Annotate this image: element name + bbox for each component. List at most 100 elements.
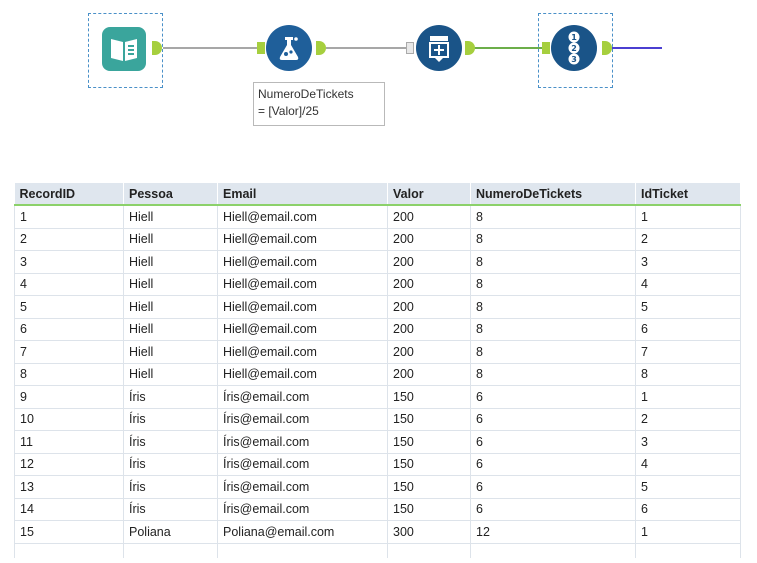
cell-recordid[interactable]: 10 <box>14 407 124 431</box>
cell-pessoa[interactable]: Íris <box>123 385 218 409</box>
record-id-output-anchor[interactable] <box>602 41 612 55</box>
cell-valor[interactable]: 150 <box>387 385 471 409</box>
cell-recordid[interactable]: 4 <box>14 272 124 296</box>
cell-numerodetickets[interactable]: 6 <box>470 407 636 431</box>
cell-idticket[interactable]: 3 <box>635 430 741 454</box>
generate-rows-input-anchor[interactable] <box>406 42 414 54</box>
cell-idticket[interactable]: 5 <box>635 295 741 319</box>
cell-pessoa[interactable]: Hiell <box>123 250 218 274</box>
cell-email[interactable]: Hiell@email.com <box>217 362 388 386</box>
cell-pessoa[interactable]: Íris <box>123 497 218 521</box>
connection-formula-to-generate-rows[interactable] <box>326 47 406 49</box>
cell-email[interactable]: Íris@email.com <box>217 430 388 454</box>
cell-recordid[interactable]: 15 <box>14 520 124 544</box>
cell-idticket[interactable]: 8 <box>635 362 741 386</box>
cell-email[interactable]: Hiell@email.com <box>217 227 388 251</box>
cell-idticket[interactable]: 2 <box>635 407 741 431</box>
cell-recordid[interactable]: 1 <box>14 204 124 229</box>
cell-email[interactable]: Hiell@email.com <box>217 272 388 296</box>
cell-idticket[interactable]: 5 <box>635 475 741 499</box>
cell-idticket[interactable]: 7 <box>635 340 741 364</box>
cell-numerodetickets[interactable]: 12 <box>470 520 636 544</box>
output-connection[interactable] <box>612 47 662 49</box>
cell-pessoa[interactable]: Íris <box>123 430 218 454</box>
cell-pessoa[interactable]: Hiell <box>123 317 218 341</box>
generate-rows-tool[interactable] <box>416 25 462 71</box>
cell-pessoa[interactable]: Hiell <box>123 340 218 364</box>
cell-email[interactable]: Íris@email.com <box>217 385 388 409</box>
connection-input-to-formula[interactable] <box>163 47 257 49</box>
input-data-tool[interactable] <box>102 27 146 71</box>
cell-recordid[interactable]: 5 <box>14 295 124 319</box>
cell-idticket[interactable]: 6 <box>635 317 741 341</box>
formula-output-anchor[interactable] <box>316 41 326 55</box>
cell-numerodetickets[interactable]: 8 <box>470 295 636 319</box>
cell-pessoa[interactable]: Poliana <box>123 520 218 544</box>
input-output-anchor[interactable] <box>152 41 162 55</box>
cell-idticket[interactable]: 2 <box>635 227 741 251</box>
cell-numerodetickets[interactable]: 6 <box>470 497 636 521</box>
cell-email[interactable]: Hiell@email.com <box>217 317 388 341</box>
cell-pessoa[interactable]: Hiell <box>123 272 218 296</box>
cell-recordid[interactable]: 9 <box>14 385 124 409</box>
cell-numerodetickets[interactable]: 8 <box>470 340 636 364</box>
cell-recordid[interactable]: 2 <box>14 227 124 251</box>
cell-recordid[interactable]: 6 <box>14 317 124 341</box>
cell-email[interactable]: Hiell@email.com <box>217 295 388 319</box>
cell-valor[interactable]: 200 <box>387 362 471 386</box>
cell-valor[interactable]: 200 <box>387 250 471 274</box>
cell-email[interactable]: Íris@email.com <box>217 452 388 476</box>
record-id-input-anchor[interactable] <box>542 42 550 54</box>
cell-idticket[interactable]: 1 <box>635 204 741 229</box>
cell-email[interactable]: Poliana@email.com <box>217 520 388 544</box>
column-header-recordid[interactable]: RecordID <box>14 183 124 206</box>
cell-numerodetickets[interactable]: 8 <box>470 204 636 229</box>
cell-numerodetickets[interactable]: 8 <box>470 272 636 296</box>
record-id-tool[interactable]: 1 2 3 <box>551 25 597 71</box>
cell-idticket[interactable]: 4 <box>635 452 741 476</box>
cell-idticket[interactable]: 3 <box>635 250 741 274</box>
cell-pessoa[interactable]: Íris <box>123 452 218 476</box>
cell-numerodetickets[interactable]: 6 <box>470 430 636 454</box>
cell-valor[interactable]: 150 <box>387 475 471 499</box>
cell-numerodetickets[interactable]: 6 <box>470 385 636 409</box>
cell-recordid[interactable]: 13 <box>14 475 124 499</box>
cell-idticket[interactable]: 1 <box>635 520 741 544</box>
cell-recordid[interactable]: 12 <box>14 452 124 476</box>
cell-valor[interactable]: 200 <box>387 272 471 296</box>
cell-idticket[interactable]: 4 <box>635 272 741 296</box>
cell-recordid[interactable]: 7 <box>14 340 124 364</box>
column-header-numerodetickets[interactable]: NumeroDeTickets <box>470 183 636 206</box>
connection-generate-rows-to-record-id[interactable] <box>474 47 542 49</box>
cell-idticket[interactable]: 6 <box>635 497 741 521</box>
workflow-canvas[interactable]: NumeroDeTickets = [Valor]/25 1 2 3 <box>0 0 757 150</box>
cell-pessoa[interactable]: Hiell <box>123 227 218 251</box>
cell-email[interactable]: Hiell@email.com <box>217 250 388 274</box>
cell-email[interactable]: Íris@email.com <box>217 407 388 431</box>
cell-recordid[interactable]: 3 <box>14 250 124 274</box>
cell-valor[interactable]: 200 <box>387 204 471 229</box>
cell-pessoa[interactable]: Hiell <box>123 204 218 229</box>
cell-pessoa[interactable]: Hiell <box>123 295 218 319</box>
cell-email[interactable]: Hiell@email.com <box>217 204 388 229</box>
cell-recordid[interactable]: 11 <box>14 430 124 454</box>
cell-recordid[interactable]: 14 <box>14 497 124 521</box>
cell-numerodetickets[interactable]: 8 <box>470 362 636 386</box>
cell-valor[interactable]: 150 <box>387 497 471 521</box>
column-header-valor[interactable]: Valor <box>387 183 471 206</box>
cell-valor[interactable]: 150 <box>387 407 471 431</box>
cell-numerodetickets[interactable]: 6 <box>470 475 636 499</box>
